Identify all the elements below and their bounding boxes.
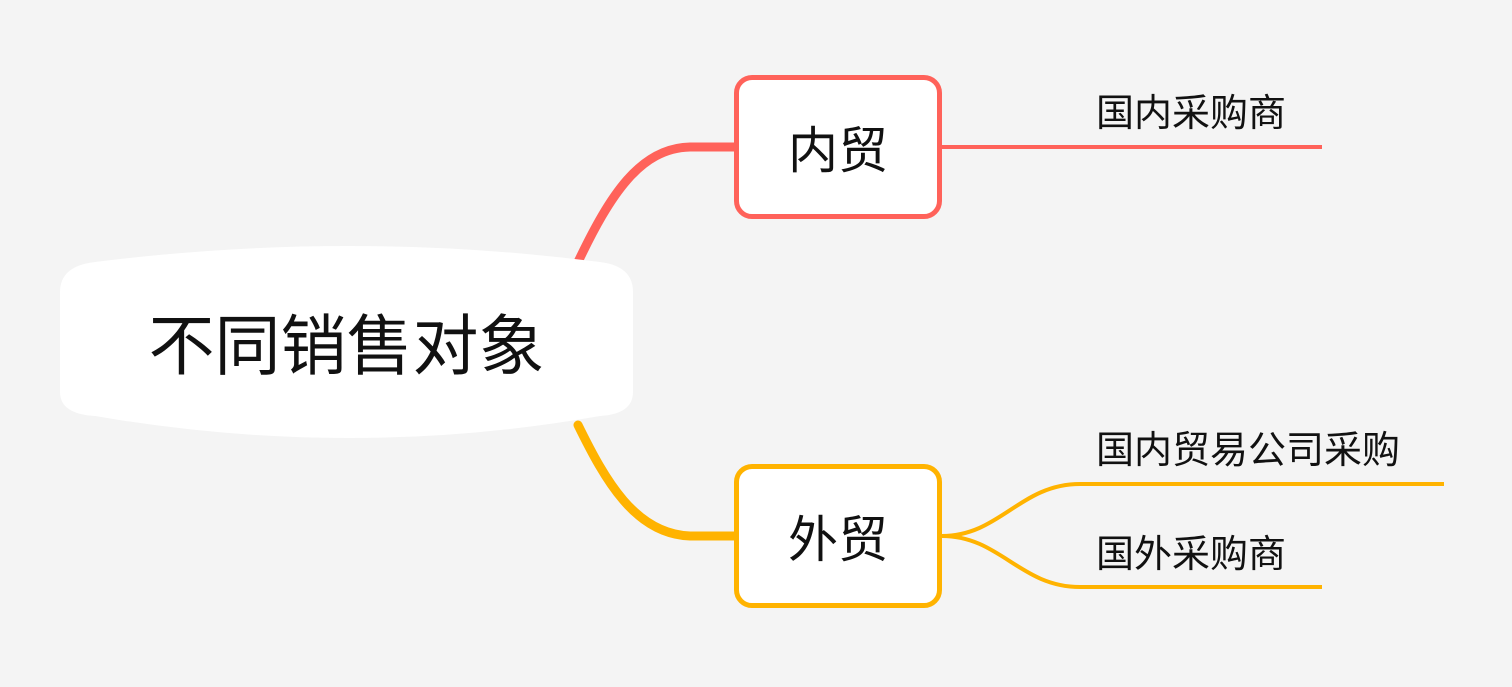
branch-label: 外贸 [788,511,888,569]
branch-label: 内贸 [788,122,888,180]
root-node[interactable]: 不同销售对象 [148,308,545,385]
connector-root-to-branch-2 [573,420,740,541]
branch-node-domestic-trade[interactable]: 内贸 [734,75,942,219]
root-node-shape [60,246,633,438]
branch-node-foreign-trade[interactable]: 外贸 [734,464,942,608]
connector-branch-2-to-leaf-2 [941,534,1322,589]
connector-branch-2-to-leaf-1 [941,482,1444,538]
leaf-node-domestic-buyer[interactable]: 国内采购商 [1096,91,1287,135]
connector-root-to-branch-1 [573,142,740,267]
leaf-node-foreign-buyer[interactable]: 国外采购商 [1096,532,1287,576]
leaf-node-domestic-trading-company[interactable]: 国内贸易公司采购 [1096,428,1401,472]
